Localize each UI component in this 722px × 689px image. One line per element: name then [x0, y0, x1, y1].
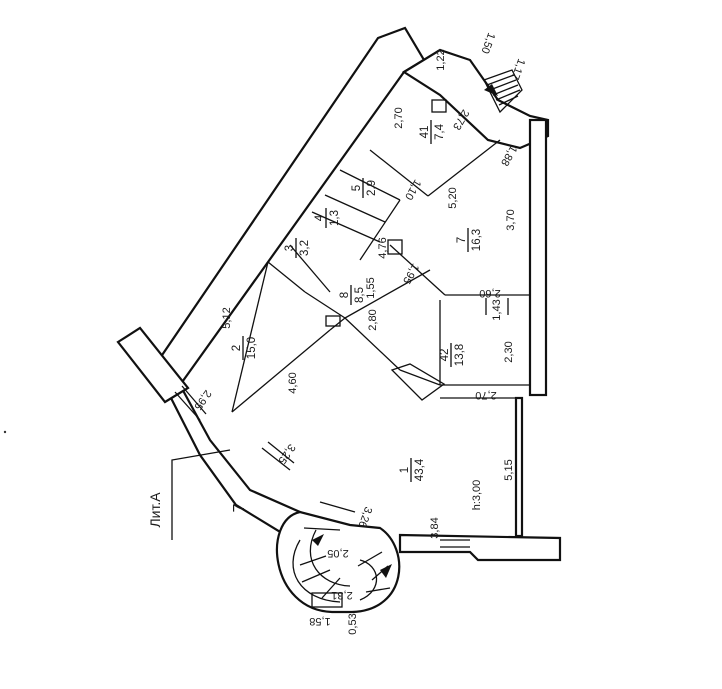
- room-label-7: 7 16,3: [456, 228, 483, 252]
- stair-arrow-icon: [484, 84, 498, 96]
- dim-3-70: 3,70: [505, 209, 517, 230]
- dim-5-12: 5,12: [221, 307, 233, 328]
- room-number: 8: [339, 292, 351, 298]
- dim-1-88: 1,88: [498, 143, 519, 168]
- room-number: 1: [399, 467, 411, 473]
- room-label-8: 8 8,5: [339, 285, 366, 305]
- building-label-leader: [171, 449, 231, 540]
- building-label: Лит.А: [147, 492, 163, 528]
- room-number: 3: [284, 245, 296, 251]
- dim-height: h:3,00: [471, 480, 483, 511]
- dim-2-05: 2,05: [327, 547, 348, 559]
- dim-4-60: 4,60: [287, 372, 299, 393]
- room-label-5: 5 2,9: [351, 178, 378, 198]
- room1-east-wall: [514, 396, 524, 538]
- staircase: [483, 69, 523, 114]
- dim-1-55: 1,55: [365, 277, 377, 298]
- room-label-2: 2 15,0: [231, 336, 258, 360]
- room-number: 42: [439, 349, 451, 362]
- stair-landing: [401, 48, 550, 150]
- partition-block: [325, 315, 341, 327]
- annex-wall: [116, 326, 190, 404]
- dim-1-10: 1,10: [402, 177, 423, 202]
- spiral-arrow-icon-2: [380, 564, 392, 578]
- spiral-arrow-icon: [312, 534, 324, 546]
- room-area: 43,4: [414, 458, 426, 481]
- dim-2-70-top: 2,70: [393, 107, 405, 128]
- room-area: 8,5: [354, 287, 366, 303]
- dim-0-53: 0,53: [347, 613, 359, 634]
- dim-5-20: 5,20: [447, 187, 459, 208]
- dim-4-76: 4,76: [377, 237, 389, 258]
- dim-2-60: 2,60: [479, 287, 500, 299]
- dim-3-25: 3,25: [275, 442, 297, 466]
- dim-1-50: 1,50: [479, 31, 498, 55]
- interior-partitions: [174, 139, 530, 548]
- main-wall-band: [154, 26, 426, 387]
- rotunda-landing: [311, 592, 343, 608]
- stair-treads: [486, 74, 521, 106]
- dim-2-30: 2,30: [503, 341, 515, 362]
- room-label-3: 3 3,2: [284, 238, 311, 258]
- dim-1-43: 1,43: [491, 299, 503, 320]
- room42-corner-block: [390, 363, 446, 401]
- room-number: 7: [456, 237, 468, 243]
- room-number: 5: [351, 185, 363, 191]
- dim-1-17: 1,17: [509, 57, 528, 81]
- door-block: [387, 239, 403, 255]
- dim-1-58: 1,58: [309, 615, 330, 627]
- dim-3-26: 3,26: [356, 505, 375, 529]
- dim-5-15: 5,15: [503, 459, 515, 480]
- room-area: 2,9: [366, 180, 378, 196]
- east-exterior-wall: [528, 118, 548, 397]
- dim-3-84: 3,84: [429, 517, 441, 538]
- room-number: 41: [419, 126, 431, 139]
- dim-2-95: 2,95: [191, 388, 213, 412]
- room-area: 16,3: [471, 229, 483, 251]
- room-number: 4: [314, 214, 326, 221]
- room-label-1: 1 43,4: [399, 458, 426, 482]
- dot-mark: [3, 430, 7, 434]
- dim-2-73: 2,73: [450, 107, 471, 132]
- south-exterior-wall: [398, 533, 562, 562]
- room-label-4: 4 1,3: [314, 208, 341, 228]
- room-label-41: 41 7,4: [419, 120, 446, 144]
- column-block: [431, 99, 447, 113]
- dim-2-31: 2,31: [331, 589, 352, 601]
- room-area: 1,3: [329, 210, 341, 226]
- lot-number: 7: [231, 503, 248, 512]
- dim-1-22: 1,22: [435, 49, 447, 70]
- room-area: 13,8: [454, 344, 466, 366]
- dim-2-80: 2,80: [367, 309, 379, 330]
- spiral-staircase: [276, 510, 401, 614]
- room-number: 2: [231, 345, 243, 351]
- room-area: 15,0: [246, 337, 258, 359]
- dim-1-95: 1,95: [400, 261, 421, 286]
- room-area: 3,2: [299, 240, 311, 256]
- dim-2-70-mid: 2,70: [475, 389, 496, 401]
- room-label-42: 42 13,8: [439, 343, 466, 367]
- room-area: 7,4: [434, 123, 446, 140]
